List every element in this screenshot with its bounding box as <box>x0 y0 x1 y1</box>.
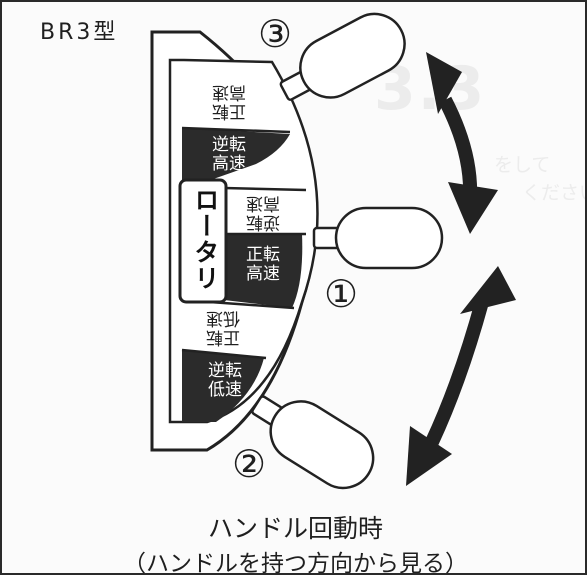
segment-3-label: 逆転高速 <box>246 193 280 232</box>
segment-6-fill <box>182 350 264 422</box>
background-text-1: をして <box>494 154 551 176</box>
background-text-2: ください <box>522 182 585 204</box>
handle-top <box>279 12 406 101</box>
segment-6-label: 逆転低速 <box>208 361 242 400</box>
caption-line-1: ハンドル回動時 <box>207 514 383 543</box>
arrow-lower <box>406 266 516 486</box>
handle-middle <box>312 206 444 270</box>
arrow-upper <box>426 52 498 234</box>
segment-2-label: 逆転高速 <box>212 135 246 174</box>
model-title: BR3型 <box>40 14 123 46</box>
position-1-number: ① <box>324 272 359 316</box>
segment-1-label: 正転高速 <box>212 82 246 121</box>
handle-bottom <box>251 395 375 490</box>
segment-4-label: 正転高速 <box>246 245 280 284</box>
segment-5-label: 正転低速 <box>206 308 240 347</box>
segment-2-fill <box>182 128 290 190</box>
position-3-number: ③ <box>258 12 293 56</box>
position-2-number: ② <box>232 442 267 486</box>
segment-4-fill <box>224 234 303 308</box>
caption-line-2: （ハンドルを持つ方向から見る） <box>123 551 468 575</box>
rotary-label: ロータリ <box>191 187 220 291</box>
